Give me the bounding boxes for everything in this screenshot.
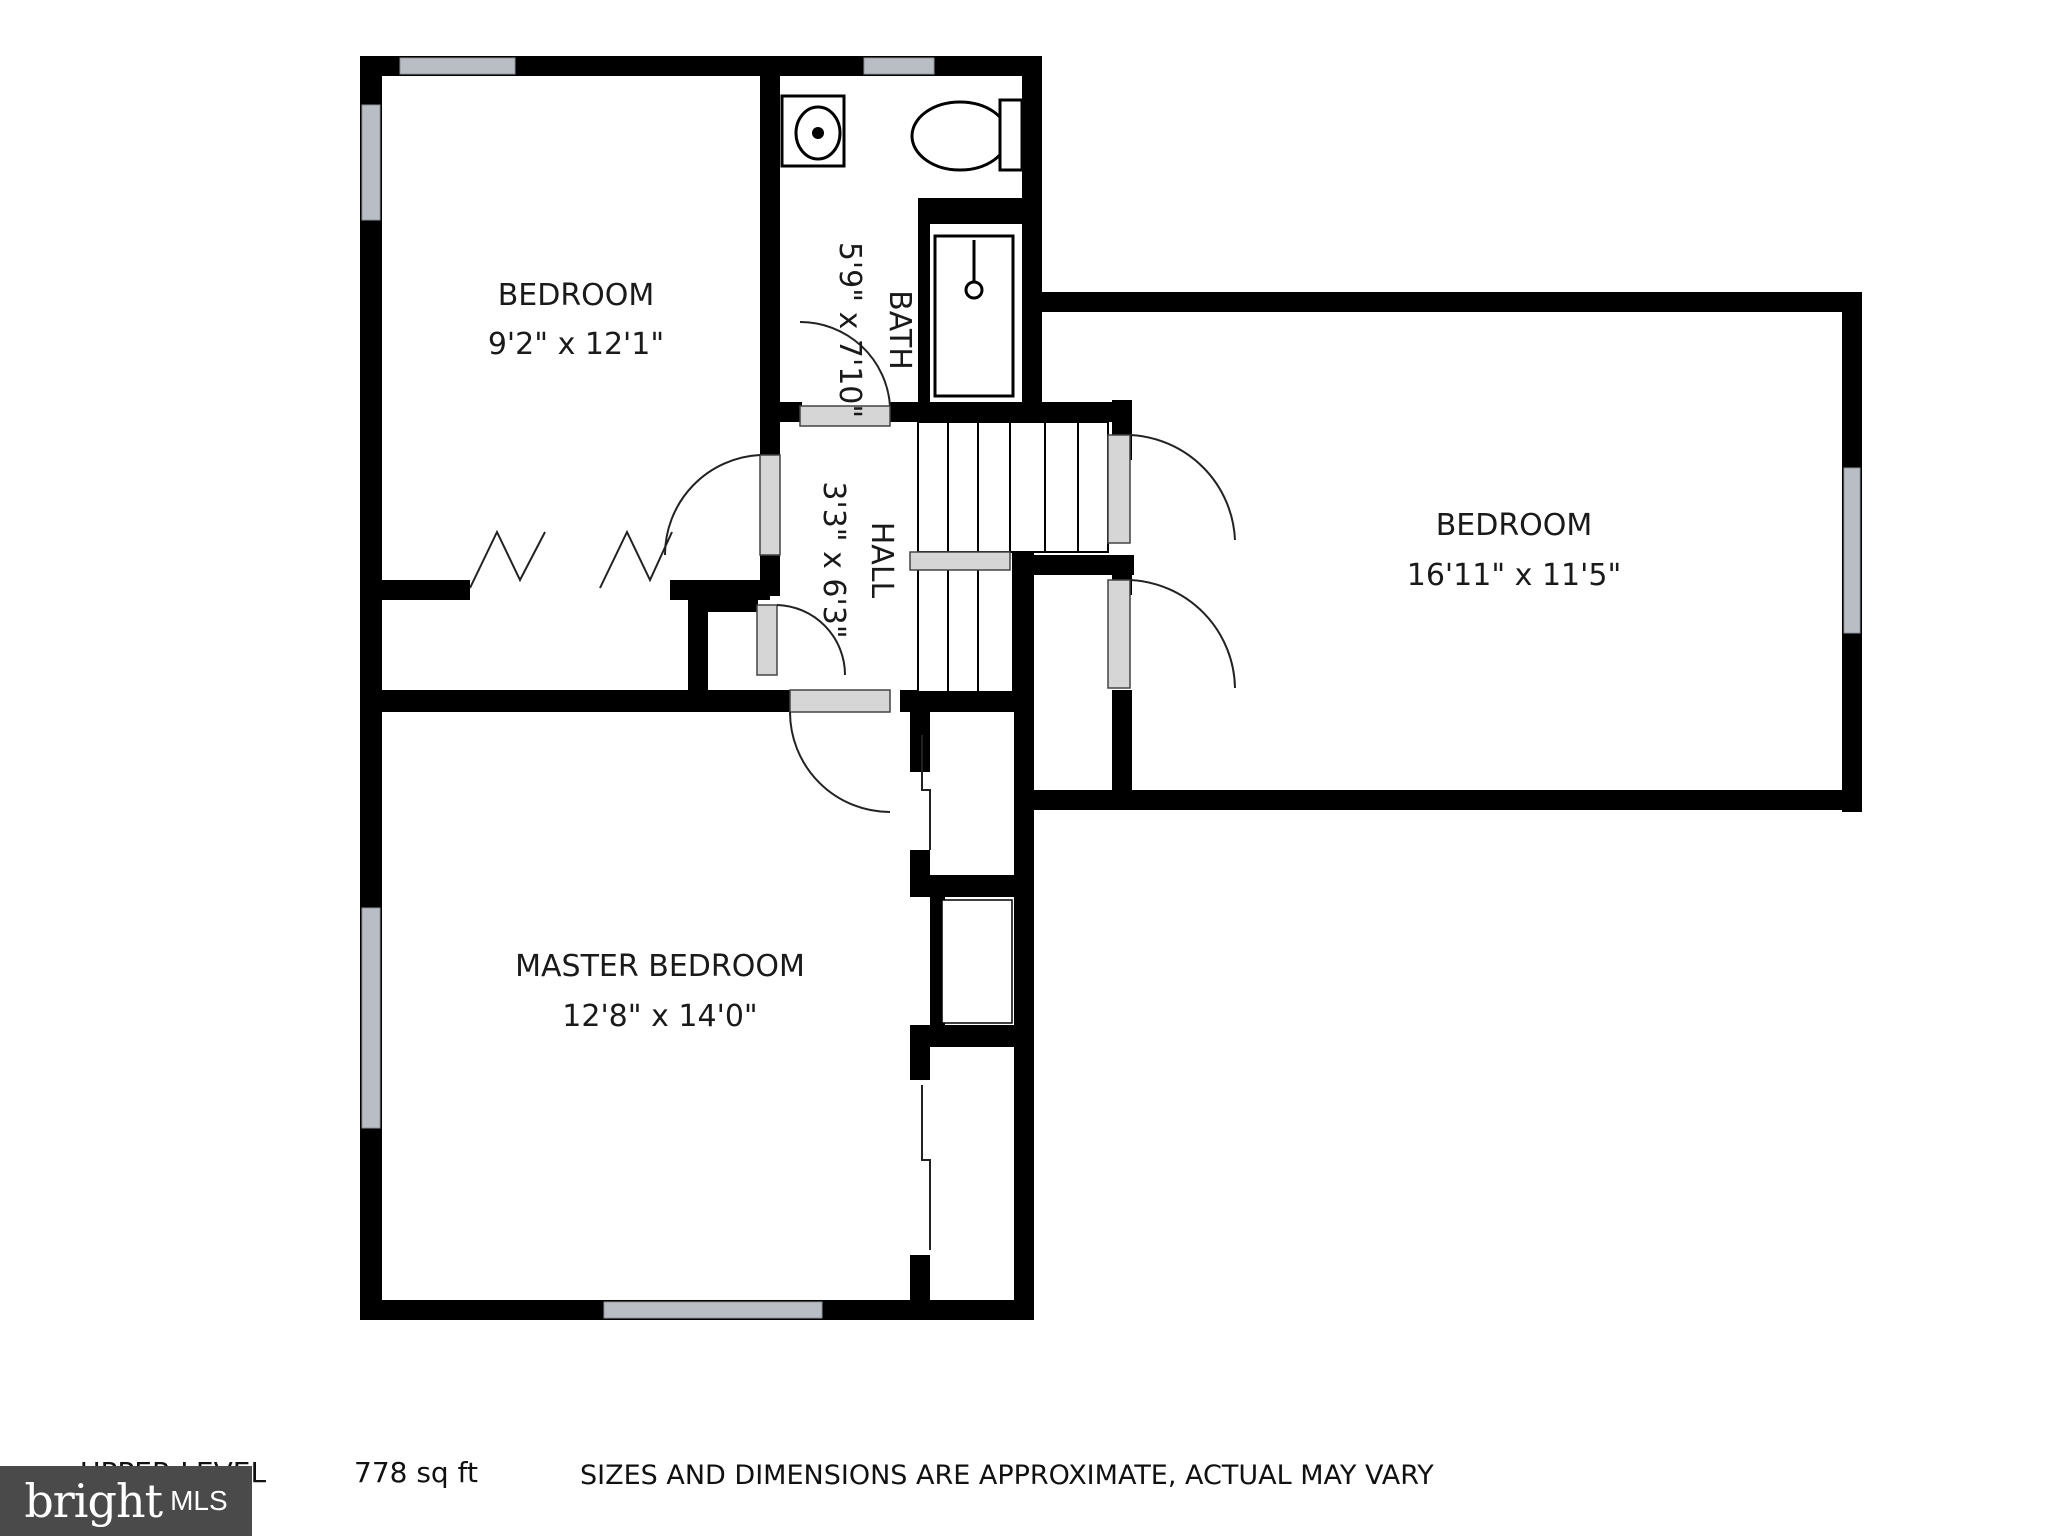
doors xyxy=(469,320,1236,1250)
room-name-bath: BATH xyxy=(882,290,917,370)
logo-brand-text: bright xyxy=(24,1474,163,1528)
room-name-bedroom-right: BEDROOM xyxy=(1436,508,1593,543)
room-name-master-bedroom: MASTER BEDROOM xyxy=(515,949,805,984)
bath-fixtures xyxy=(780,94,1024,398)
footer: UPPER LEVEL 778 sq ft SIZES AND DIMENSIO… xyxy=(80,1456,1434,1491)
room-name-bedroom-top-left: BEDROOM xyxy=(498,278,655,313)
room-size-bedroom-right: 16'11" x 11'5" xyxy=(1407,558,1622,593)
room-size-bath: 5'9" x 7'10" xyxy=(832,242,867,418)
logo-suffix-text: MLS xyxy=(170,1485,228,1516)
room-size-hall: 3'3" x 6'3" xyxy=(816,481,851,638)
disclaimer-text: SIZES AND DIMENSIONS ARE APPROXIMATE, AC… xyxy=(580,1460,1434,1491)
room-size-bedroom-top-left: 9'2" x 12'1" xyxy=(488,327,664,362)
area-label: 778 sq ft xyxy=(354,1456,478,1489)
room-labels: BEDROOM 9'2" x 12'1" BATH 5'9" x 7'10" H… xyxy=(488,242,1621,1034)
room-size-master-bedroom: 12'8" x 14'0" xyxy=(562,999,757,1034)
windows xyxy=(361,57,1861,1319)
room-name-hall: HALL xyxy=(864,522,899,599)
bright-mls-logo: bright MLS xyxy=(0,1466,252,1536)
